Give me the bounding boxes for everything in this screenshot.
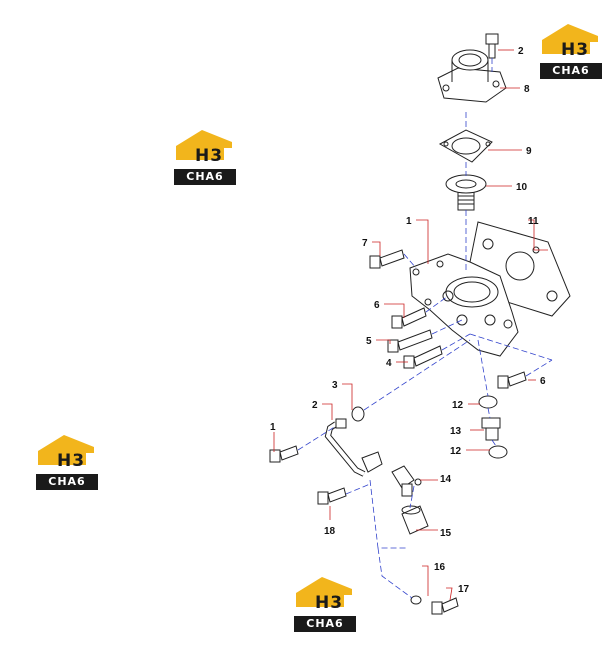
watermark-logo-upper-left: H3 CHA6 <box>174 128 236 186</box>
part-9-gasket <box>438 129 493 163</box>
part-3-o-ring <box>351 406 365 422</box>
callout-16: 16 <box>434 562 446 573</box>
logo-text: CHA6 <box>36 474 98 490</box>
logo-mark: H3 <box>56 451 86 471</box>
logo-text: CHA6 <box>294 616 356 632</box>
part-1-bolt-left <box>269 445 299 463</box>
callout-18: 18 <box>324 526 336 537</box>
callout-4: 4 <box>386 358 392 369</box>
callout-labels: 2 8 9 10 11 1 7 6 5 4 6 3 2 12 13 12 1 1… <box>270 46 546 595</box>
logo-mark: H3 <box>194 146 224 166</box>
callout-12-top: 12 <box>452 400 464 411</box>
part-16-washer <box>410 595 422 605</box>
callout-14: 14 <box>440 474 452 485</box>
logo-text: CHA6 <box>540 63 602 79</box>
callout-5: 5 <box>366 336 372 347</box>
part-17-bolt <box>431 597 459 615</box>
callout-1-top: 1 <box>406 216 412 227</box>
part-15-sleeve <box>401 505 429 535</box>
callout-1-left: 1 <box>270 422 276 433</box>
part-6-bolt-left <box>391 307 427 329</box>
callout-15: 15 <box>440 528 452 539</box>
callout-10: 10 <box>516 182 528 193</box>
callout-9: 9 <box>526 146 532 157</box>
part-8-thermostat-housing <box>437 49 507 103</box>
callout-17: 17 <box>458 584 470 595</box>
watermark-logo-lower-left: H3 CHA6 <box>36 433 98 491</box>
callout-6-right: 6 <box>540 376 546 387</box>
callout-3: 3 <box>332 380 338 391</box>
part-6-bolt-right <box>497 371 527 389</box>
part-12-washer-top <box>478 395 498 409</box>
part-14-temperature-sensor <box>391 465 422 497</box>
callout-2-top: 2 <box>518 46 524 57</box>
part-2-bypass-pipe <box>324 418 383 477</box>
part-10-thermostat <box>445 174 487 211</box>
logo-mark: H3 <box>314 593 344 613</box>
callout-6-left: 6 <box>374 300 380 311</box>
watermark-logo-bottom: H3 CHA6 <box>294 575 356 633</box>
callout-12-bottom: 12 <box>450 446 462 457</box>
part-7-bolt <box>369 249 405 269</box>
house-roof-icon <box>542 24 598 54</box>
assembly-center-lines <box>297 58 553 599</box>
callout-7: 7 <box>362 238 368 249</box>
callout-11: 11 <box>528 216 539 227</box>
callout-2-pipe: 2 <box>312 400 318 411</box>
part-5-bolt <box>387 329 433 353</box>
logo-text: CHA6 <box>174 169 236 185</box>
house-roof-icon <box>38 435 94 465</box>
part-13-plug <box>481 417 501 441</box>
house-roof-icon <box>296 577 352 607</box>
callout-8: 8 <box>524 84 530 95</box>
part-18-bolt <box>317 487 347 505</box>
callout-13: 13 <box>450 426 462 437</box>
part-2-bolt-top <box>485 33 499 59</box>
house-roof-icon <box>176 130 232 160</box>
part-4-bolt <box>403 345 443 369</box>
watermark-logo-top-right: H3 CHA6 <box>540 22 602 80</box>
logo-mark: H3 <box>560 40 590 60</box>
part-12-washer-bottom <box>488 445 508 459</box>
callout-leaders <box>273 49 548 601</box>
